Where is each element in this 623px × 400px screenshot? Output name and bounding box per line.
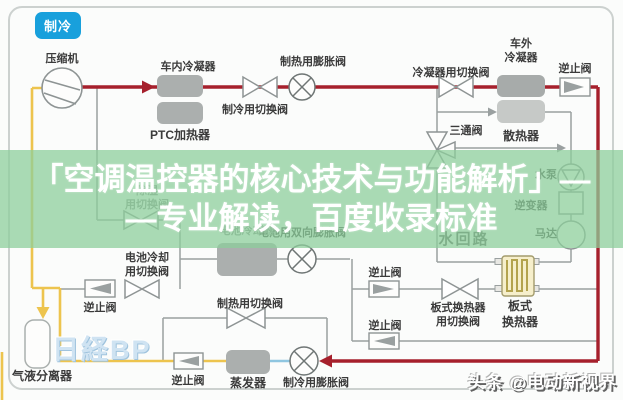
ptc-heater-block [157,102,203,124]
check-valve-battery-label: 逆止阀 [83,302,117,314]
check-valves [84,77,591,370]
radiator-block [497,100,545,123]
compressor-symbol [41,67,83,109]
plate-hx-switch-valve-label: 板式换热器 用切换阀 [430,302,486,329]
ptc-heater-label: PTC加热器 [149,128,211,142]
compressor-label: 压缩机 [45,53,79,65]
plate-hx-symbol [494,255,540,297]
radiator-label: 散热器 [502,129,540,143]
battery-bidir-expansion-valve-symbol [287,244,317,274]
separator-block [24,319,51,369]
condenser-switch-valve-symbol [438,75,474,99]
cooling-expansion-valve-label: 制冷用膨胀阀 [283,377,349,389]
check-valve-mid-lower-label: 逆止阀 [368,320,402,332]
red-arrows [142,80,332,368]
check-valve-evaporator-label: 逆止阀 [171,375,205,387]
nikkei-bp-watermark: 日経BP [52,335,152,365]
outdoor-condenser-label: 车外 冷凝器 [504,38,538,65]
title-line-1: 「空调温控器的核心技术与功能解析」— [32,162,591,198]
separator-label: 气液分离器 [11,369,73,383]
component-blocks [24,75,545,374]
plate-hx-switch-valve-symbol [441,277,479,301]
heating-switch-valve-label: 制热用切换阀 [217,298,283,310]
condenser-switch-valve-label: 冷凝器用切换阀 [412,67,490,79]
cooling-expansion-valve-symbol [289,346,319,376]
heating-expansion-valve-label: 制热用膨胀阀 [280,56,346,68]
check-valve-mid-lower-symbol [368,332,400,350]
title-overlay-band: 「空调温控器的核心技术与功能解析」— —专业解读，百度收录标准 [0,150,623,248]
check-valve-mid-upper-label: 逆止阀 [368,267,402,279]
cooling-mode-badge: 制冷 [35,12,81,39]
evaporator-label: 蒸发器 [229,376,267,390]
check-valve-top-right-symbol [559,77,591,97]
title-line-2: —专业解读，百度收录标准 [125,200,498,236]
indoor-condenser-block [157,75,203,97]
plate-hx-label: 板式 换热器 [501,299,539,329]
channel-watermark: 头条 @电动新视界 [467,373,617,392]
cooling-switch-valve-symbol [242,75,278,99]
battery-chiller-block [217,243,277,276]
yellow-arrow-down [36,307,50,319]
check-valve-battery-symbol [84,279,116,298]
indoor-condenser-label: 车内冷凝器 [160,61,216,73]
check-valve-mid-upper-symbol [368,280,400,298]
three-way-valve-label: 三通阀 [449,125,483,137]
check-valve-top-right-label: 逆止阀 [558,63,592,75]
check-valve-evaporator-symbol [173,352,204,370]
cooling-switch-valve-label: 制冷用切换阀 [222,104,288,116]
evaporator-block [226,350,270,374]
battery-cooling-switch-valve-label: 电池冷却 用切换阀 [125,252,169,279]
battery-cooling-switch-valve-symbol [124,278,160,300]
heating-expansion-valve-symbol [288,73,316,101]
heating-switch-valve-symbol [226,306,266,330]
outdoor-condenser-block [497,75,545,97]
